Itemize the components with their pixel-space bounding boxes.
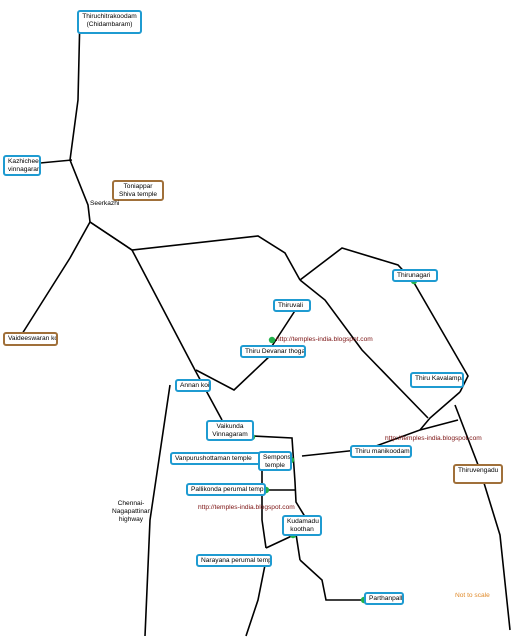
label-thiru-manikoodam[interactable]: Thiru manikoodam <box>350 445 412 458</box>
marker-thiru-devanar-thogai <box>268 336 276 344</box>
road-seerkazhi-vaideeswaran <box>21 221 91 335</box>
label-thirunagari[interactable]: Thirunagari <box>392 269 438 282</box>
label-thiruvengadu[interactable]: Thiruvengadu <box>453 464 503 484</box>
road-chidambaram-seerkazhi <box>69 13 91 223</box>
road-to-parthanpalli <box>299 559 364 601</box>
label-vaideeswaran[interactable]: Vaideeswaran koil <box>3 332 58 346</box>
watermark-url-3: http://temples-india.blogspot.com <box>198 504 295 511</box>
road-semponsei-manikoodam <box>301 449 359 457</box>
watermark-url-2: http://temples-india.blogspot.com <box>385 435 482 442</box>
scale-note: Not to scale <box>455 592 490 599</box>
road-highway <box>144 384 171 637</box>
label-toniappar[interactable]: Toniappar Shiva temple <box>112 180 164 201</box>
label-parthanpalli[interactable]: Parthanpalli <box>364 592 404 605</box>
label-thiruvali[interactable]: Thiruvali <box>273 299 311 312</box>
label-annan-koil[interactable]: Annan koil <box>175 379 211 392</box>
label-chidambaram[interactable]: Thiruchitrakoodam (Chidambaram) <box>77 10 142 34</box>
label-kazhicheerama[interactable]: Kazhicheerama vinnagaram <box>3 155 41 176</box>
label-kudamadu[interactable]: Kudamadu koothan temple <box>282 515 322 536</box>
road-narayana-south <box>245 559 267 637</box>
road-seerkazhi-south <box>89 221 197 373</box>
road-thiruvali-manikoodam <box>299 279 429 419</box>
label-highway: Chennai- Nagapattinam highway <box>112 500 150 523</box>
road-kazhicheerama-spur <box>39 159 73 164</box>
road-manikoodam-thiruvengadu <box>419 419 459 431</box>
road-thiruvengadu-east <box>454 404 511 631</box>
label-thiru-kavalampadi[interactable]: Thiru Kavalampadi <box>410 372 464 388</box>
road-grid-west <box>261 459 267 549</box>
watermark-url-1: http://temples-india.blogspot.com <box>276 336 373 343</box>
label-seerkazhi: Seerkazhi <box>90 200 120 207</box>
road-kudamadu-south <box>295 533 301 561</box>
label-pallikonda[interactable]: Pallikonda perumal temple <box>186 483 266 496</box>
label-semponsei[interactable]: Semponsei temple <box>258 451 292 471</box>
label-vaikunda-vinnagaram[interactable]: Vaikunda Vinnagaram <box>206 420 254 441</box>
label-thiru-devanar-thogai[interactable]: Thiru Devanar thogai <box>240 345 306 358</box>
label-narayana[interactable]: Narayana perumal temple <box>196 554 272 567</box>
road-kavalampadi-manikoodam <box>364 391 461 451</box>
road-devanar-annan <box>195 353 273 391</box>
road-seerkazhi-east <box>89 221 301 281</box>
